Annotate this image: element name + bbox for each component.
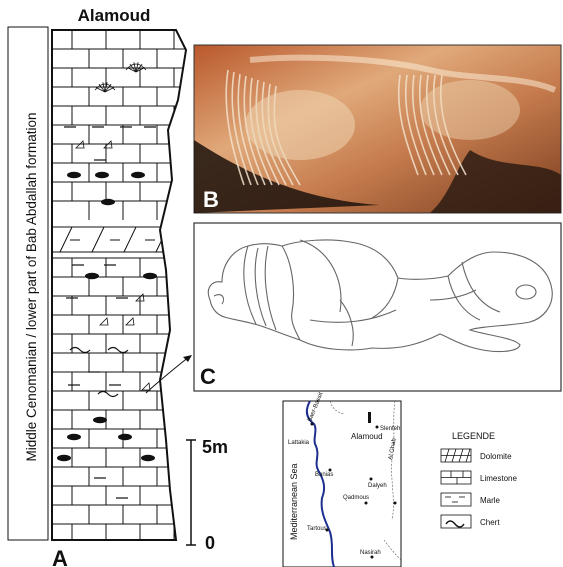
- legend-label-limestone: Limestone: [480, 474, 517, 483]
- chert-nodule: [85, 273, 99, 279]
- legend-label-dolomite: Dolomite: [480, 452, 512, 461]
- legend-swatch-marle: [441, 493, 471, 506]
- chert-nodule: [131, 172, 145, 178]
- scale-label-bottom: 0: [205, 533, 215, 553]
- map-label-sea: Mediterranean Sea: [289, 463, 299, 540]
- legend-swatch-dolomite: [441, 449, 471, 462]
- chert-nodule: [101, 199, 115, 205]
- map-label-tartous: Tartous: [307, 526, 327, 532]
- map-label-nasirah: Nasirah: [360, 550, 381, 556]
- legend-item-limestone: Limestone: [441, 471, 517, 484]
- map-label-qadmous: Qadmous: [343, 495, 369, 501]
- chert-nodule: [67, 434, 81, 440]
- panel-letter-a: A: [52, 546, 68, 567]
- legend-item-marle: Marle: [441, 493, 501, 506]
- side-label: Middle Cenomanian / lower part of Bab Ab…: [24, 113, 39, 462]
- alamoud-marker: [368, 412, 371, 423]
- legend-item-dolomite: Dolomite: [441, 449, 512, 462]
- location-map: Baer-Bassit Lattakia Alamoud Slenfeh Al …: [283, 391, 401, 567]
- chert-nodule: [93, 417, 107, 423]
- scale-bar: [186, 440, 196, 545]
- panel-letter-c: C: [200, 364, 216, 389]
- scale-label-top: 5m: [202, 437, 228, 457]
- stratigraphic-column: Alamoud Middle Cenomanian / lower part o…: [8, 6, 192, 567]
- panel-letter-b: B: [203, 187, 219, 212]
- map-label-slenfeh: Slenfeh: [380, 426, 400, 432]
- legend-swatch-limestone: [441, 471, 471, 484]
- chert-nodule: [143, 273, 157, 279]
- legend-label-chert: Chert: [480, 518, 500, 527]
- legend-item-chert: Chert: [441, 515, 500, 528]
- chert-nodule: [118, 434, 132, 440]
- column-title: Alamoud: [78, 6, 151, 25]
- chert-nodule: [95, 172, 109, 178]
- fossil-photo: B: [194, 45, 561, 213]
- chert-nodule: [57, 455, 71, 461]
- chert-nodule: [67, 172, 81, 178]
- legend: LEGENDE DolomiteLimestoneMarleChert: [441, 431, 517, 528]
- chert-nodule: [141, 455, 155, 461]
- fossil-drawing: C: [194, 223, 561, 391]
- legend-label-marle: Marle: [480, 496, 501, 505]
- map-label-banias: Banias: [315, 472, 333, 478]
- map-label-alamoud: Alamoud: [351, 432, 383, 441]
- legend-title: LEGENDE: [452, 431, 495, 441]
- map-label-dalyeh: Dalyeh: [368, 483, 387, 489]
- map-label-lattakia: Lattakia: [288, 440, 310, 446]
- column-body: [52, 30, 192, 540]
- legend-swatch-chert: [441, 515, 471, 528]
